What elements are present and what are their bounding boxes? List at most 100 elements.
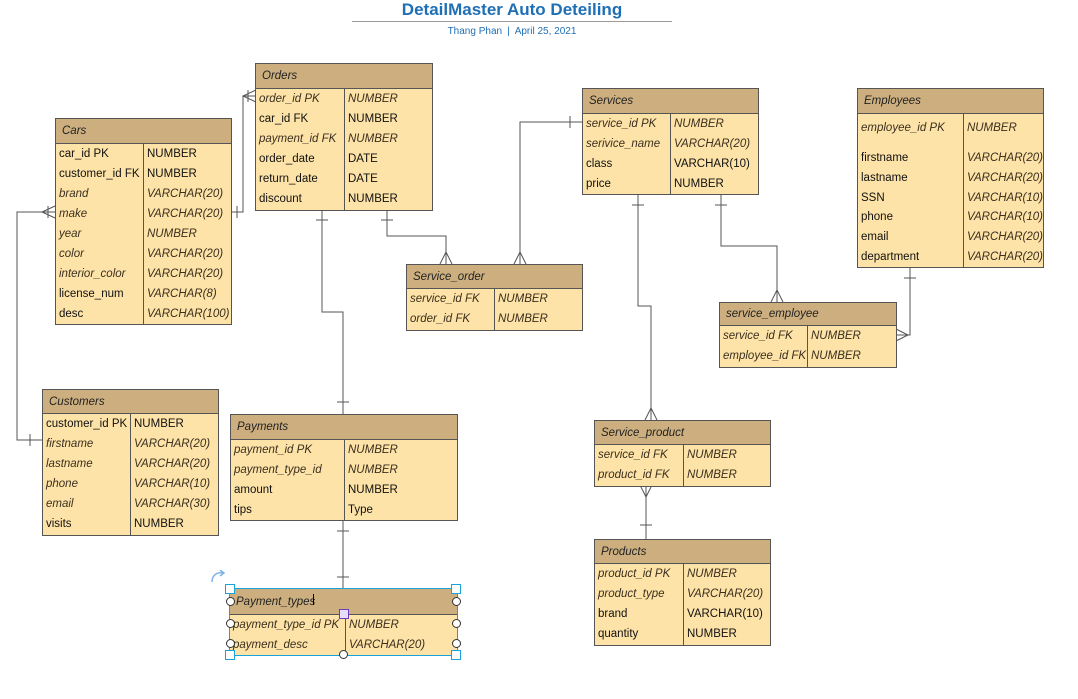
entity-header: Cars (56, 119, 231, 144)
attribute-type: NUMBER (349, 619, 399, 631)
crowfoot-orders-cars (241, 89, 257, 103)
attribute-name: desc (59, 308, 84, 320)
attribute-type: NUMBER (498, 293, 548, 305)
connection-handle-top[interactable] (339, 609, 349, 619)
attribute-name: phone (861, 211, 893, 224)
attribute-type: DATE (348, 173, 378, 185)
attribute-type: VARCHAR(10) (966, 211, 1043, 224)
entity-header: Products (595, 540, 770, 564)
attribute-name: customer_id PK (46, 418, 128, 430)
resize-handle-top-right[interactable] (451, 584, 461, 594)
attribute-type: NUMBER (687, 628, 737, 640)
attribute-name: brand (598, 608, 628, 620)
attribute-name: quantity (598, 628, 639, 640)
attribute-type: NUMBER (498, 313, 548, 325)
attribute-type: VARCHAR(20) (349, 639, 426, 651)
attribute-name: brand (59, 188, 89, 200)
crowfoot-serviceemployee-services (770, 288, 784, 303)
connector-services-serviceorder (519, 121, 582, 264)
attribute-type: NUMBER (348, 484, 398, 496)
attribute-name: email (861, 231, 889, 244)
attribute-type: NUMBER (687, 449, 737, 461)
attribute-name: amount (234, 484, 273, 496)
attribute-name: license_num (59, 288, 124, 300)
attribute-type: VARCHAR(20) (674, 138, 751, 150)
resize-handle-bottom-right[interactable] (451, 650, 461, 660)
anchor-point-left-2[interactable] (226, 619, 235, 628)
attribute-name: phone (46, 478, 78, 490)
attribute-type: VARCHAR(20) (134, 438, 211, 450)
text-cursor-icon (313, 594, 314, 605)
attribute-type: NUMBER (348, 193, 398, 205)
entity-header: Services (583, 89, 758, 114)
rotate-icon[interactable] (209, 570, 227, 584)
crowfoot-serviceorder-orders (439, 250, 453, 265)
anchor-point-left-1[interactable] (226, 597, 235, 606)
attribute-type: NUMBER (348, 464, 398, 476)
connector-services-serviceemployee (720, 193, 778, 302)
anchor-point-bottom[interactable] (339, 650, 348, 659)
attribute-type: VARCHAR(20) (966, 251, 1043, 264)
attribute-name: payment_type_id (234, 464, 322, 476)
attribute-type-column: NUMBER NUMBER (495, 289, 582, 330)
attribute-name: product_id FK (598, 469, 670, 481)
attribute-type: NUMBER (147, 228, 197, 240)
attribute-type: NUMBER (811, 330, 861, 342)
attribute-type: NUMBER (348, 93, 398, 105)
entity-header: Payments (231, 415, 457, 440)
resize-handle-top-left[interactable] (225, 584, 235, 594)
attribute-type: VARCHAR(20) (147, 188, 224, 200)
attribute-type: VARCHAR(20) (966, 231, 1043, 244)
attribute-name: return_date (259, 173, 318, 185)
attribute-type: Type (348, 504, 373, 516)
crowfoot-serviceorder-services (513, 250, 527, 265)
connector-employees-serviceemployee (896, 266, 911, 336)
anchor-point-right-1[interactable] (452, 597, 461, 606)
entity-header: Service_product (595, 421, 770, 445)
anchor-point-right-2[interactable] (452, 619, 461, 628)
anchor-point-right-3[interactable] (452, 639, 461, 648)
attribute-type: NUMBER (147, 168, 197, 180)
attribute-name: order_date (259, 153, 315, 165)
attribute-type-column: NUMBER VARCHAR(20) (346, 615, 457, 655)
entity-header: Service_order (407, 265, 582, 289)
selection-outline (229, 588, 458, 656)
attribute-type: VARCHAR(20) (966, 151, 1043, 164)
subtitle-separator: | (507, 26, 510, 37)
attribute-type: VARCHAR(20) (687, 588, 764, 600)
attribute-type: NUMBER (348, 113, 398, 125)
attribute-type: NUMBER (348, 133, 398, 145)
attribute-name: service_id FK (723, 330, 793, 342)
attribute-name: year (59, 228, 82, 240)
attribute-name: order_id FK (410, 313, 471, 325)
attribute-name: service_id PK (586, 118, 657, 130)
anchor-point-left-3[interactable] (226, 639, 235, 648)
resize-handle-bottom-left[interactable] (225, 650, 235, 660)
entity-header: Orders (256, 64, 432, 89)
attribute-name: serivice_name (586, 138, 661, 150)
